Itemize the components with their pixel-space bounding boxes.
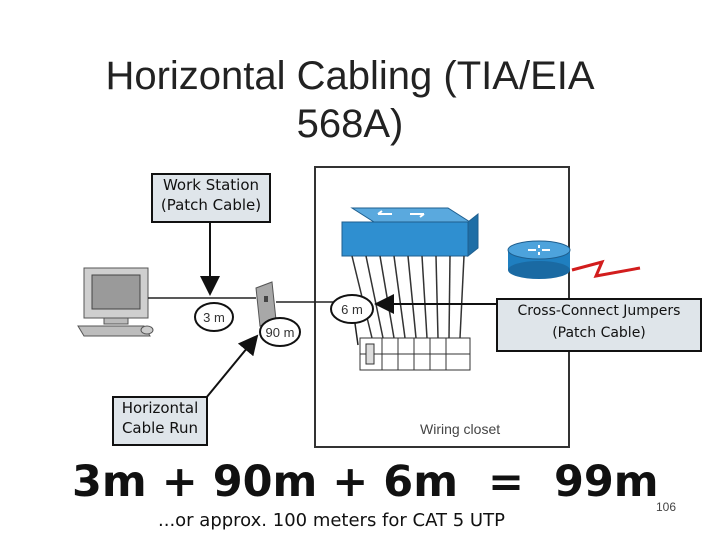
patch-panel [359,337,471,371]
switch-icon [341,207,479,258]
badge-90m: 90 m [259,317,301,347]
workstation-icon [77,267,154,337]
arrow-to-90m [205,334,259,399]
badge-6m: 6 m [330,294,374,324]
wan-link [571,259,641,278]
footnote: ...or approx. 100 meters for CAT 5 UTP [158,510,505,531]
distance-equation: 3m + 90m + 6m = 99m [72,457,659,507]
callout-cross-connect: Cross-Connect Jumpers (Patch Cable) [496,298,702,352]
wiring-closet-label: Wiring closet [420,421,500,437]
badge-3m: 3 m [194,302,234,332]
callout-horizontal-run: Horizontal Cable Run [112,396,208,446]
label-6m: 6 m [341,302,363,317]
slide-number: 106 [656,500,677,514]
slide-title: Horizontal Cabling (TIA/EIA 568A) [105,54,595,146]
label-90m: 90 m [266,325,295,340]
cross-connect-cables [351,255,465,339]
label-3m: 3 m [203,310,225,325]
callout-work-station: Work Station (Patch Cable) [151,173,271,223]
router-icon [507,240,571,279]
